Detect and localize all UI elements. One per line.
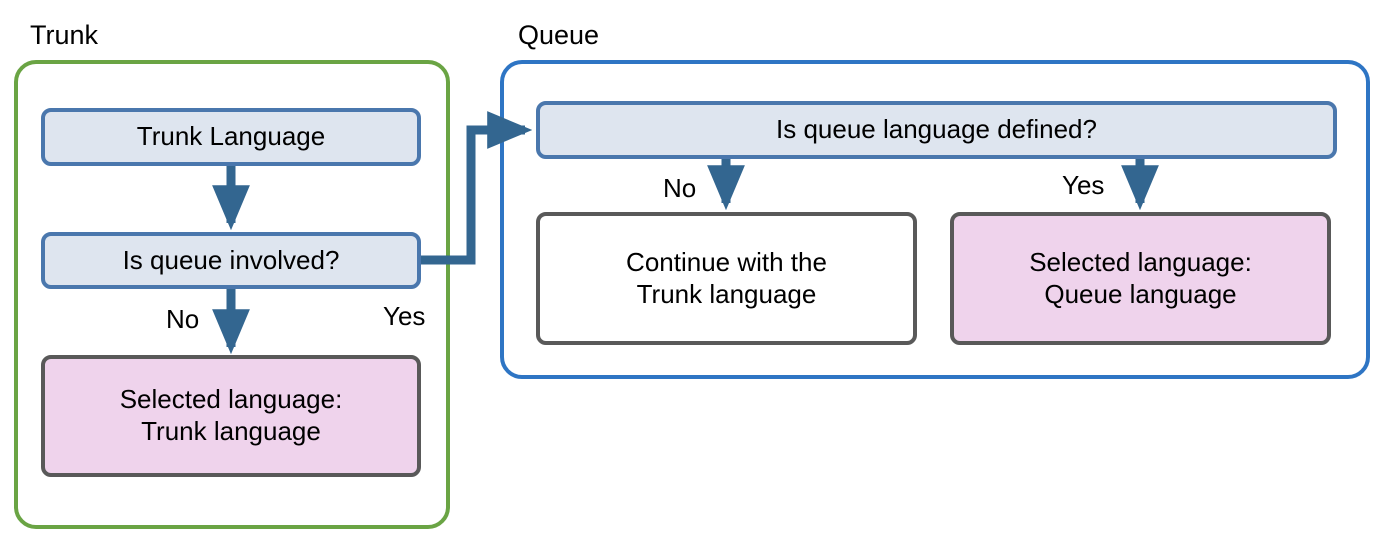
edge-label-queue-yes: Yes [1062, 170, 1105, 200]
node-continue-with-trunk-language-line1: Continue with the [626, 246, 827, 277]
group-title-trunk: Trunk [30, 20, 99, 50]
node-selected-language-trunk-line1: Selected language: [119, 384, 343, 415]
edge-label-queue-no: No [663, 173, 697, 203]
node-is-queue-involved-label: Is queue involved? [122, 244, 340, 275]
group-title-queue: Queue [518, 20, 600, 50]
node-selected-language-trunk[interactable]: Selected language: Trunk language [41, 355, 421, 477]
node-trunk-language-label: Trunk Language [136, 121, 326, 152]
node-trunk-language[interactable]: Trunk Language [41, 108, 421, 166]
node-selected-language-queue-line1: Selected language: [1029, 246, 1252, 277]
node-is-queue-involved[interactable]: Is queue involved? [41, 232, 421, 289]
node-selected-language-trunk-line2: Trunk language [141, 416, 321, 446]
group-container-trunk [14, 60, 450, 529]
edge-label-trunk-no: No [166, 304, 200, 334]
edge-label-trunk-yes: Yes [383, 301, 426, 331]
node-continue-with-trunk-language[interactable]: Continue with the Trunk language [536, 212, 917, 345]
node-selected-language-queue-line2: Queue language [1044, 278, 1237, 309]
node-continue-with-trunk-language-line2: Trunk language [636, 278, 817, 309]
node-is-queue-language-defined[interactable]: Is queue language defined? [536, 101, 1337, 159]
node-selected-language-queue[interactable]: Selected language: Queue language [950, 212, 1331, 345]
node-is-queue-language-defined-label: Is queue language defined? [776, 114, 1097, 145]
